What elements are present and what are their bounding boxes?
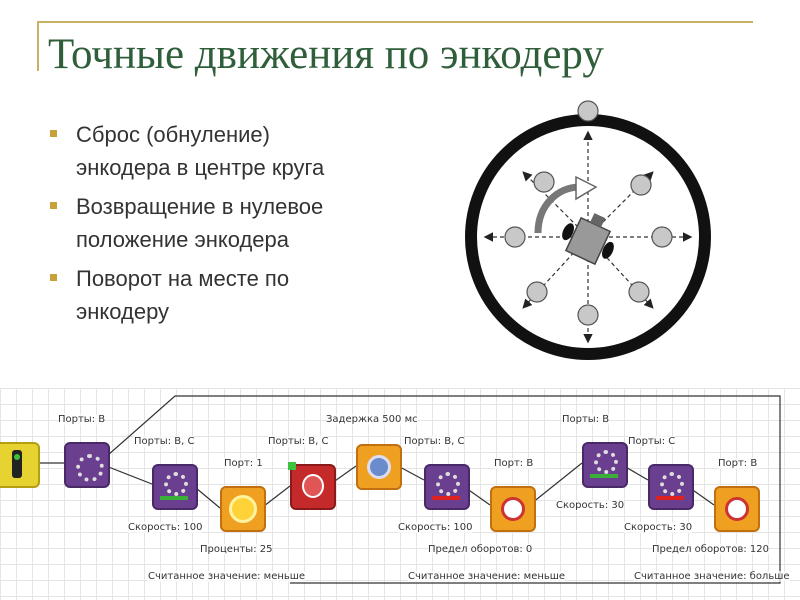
target-point [628, 281, 650, 303]
bullet-line: Поворот на месте по [76, 266, 290, 291]
bullet-text: Возвращение в нулевое положение энкодера [76, 190, 323, 256]
target-point [577, 100, 599, 122]
block-param-label: Порты: B [562, 414, 610, 425]
bullet-line: Возвращение в нулевое [76, 194, 324, 219]
motor-b-forward-block[interactable] [582, 442, 628, 488]
block-param-label: Считанное значение: больше [634, 571, 790, 582]
program-start-block[interactable] [0, 442, 40, 488]
program-canvas[interactable]: Порты: B Порты: B, C Скорость: 100 Порт:… [0, 388, 800, 600]
motor-backward-block[interactable] [424, 464, 470, 510]
reset-encoder-block[interactable] [64, 442, 110, 488]
target-point [630, 174, 652, 196]
title-accent-vertical-line [37, 21, 39, 71]
block-param-label: Предел оборотов: 0 [428, 544, 533, 555]
bullet-line: Сброс (обнуление) [76, 122, 270, 147]
program-wires [36, 395, 781, 584]
bullet-line: энкодера в центре круга [76, 155, 325, 180]
block-param-label: Порт: 1 [224, 458, 263, 469]
bullet-item: Сброс (обнуление) энкодера в центре круг… [50, 118, 390, 184]
stop-motors-block[interactable] [288, 462, 336, 510]
block-param-label: Порт: B [718, 458, 758, 469]
block-param-label: Скорость: 100 [398, 522, 473, 533]
rotation-arrow-icon [534, 183, 581, 234]
target-point [526, 281, 548, 303]
block-param-label: Порт: B [494, 458, 534, 469]
bullet-text: Поворот на месте по энкодеру [76, 262, 289, 328]
block-param-label: Скорость: 30 [556, 500, 625, 511]
title-accent-line [37, 21, 753, 23]
target-point [651, 226, 673, 248]
block-param-label: Скорость: 100 [128, 522, 203, 533]
block-param-label: Порты: B, C [134, 436, 195, 447]
motor-c-backward-block[interactable] [648, 464, 694, 510]
bullet-line: энкодеру [76, 299, 170, 324]
block-param-label: Порты: B, C [404, 436, 465, 447]
block-param-label: Порты: B, C [268, 436, 329, 447]
rotation-sensor-wait-block[interactable] [714, 486, 760, 532]
rotation-sensor-wait-block[interactable] [490, 486, 536, 532]
target-point [533, 171, 555, 193]
bullet-item: Поворот на месте по энкодеру [50, 262, 390, 328]
block-param-label: Порты: C [628, 436, 676, 447]
block-param-label: Считанное значение: меньше [148, 571, 306, 582]
robot-icon [562, 213, 614, 266]
bullet-line: положение энкодера [76, 227, 290, 252]
robot-circle-diagram [465, 100, 711, 360]
slide-title: Точные движения по энкодеру [48, 31, 604, 78]
bullet-list: Сброс (обнуление) энкодера в центре круг… [50, 118, 390, 334]
block-param-label: Порты: B [58, 414, 106, 425]
bullet-square-icon [50, 202, 57, 209]
target-point [504, 226, 526, 248]
target-points [504, 100, 673, 326]
block-param-label: Скорость: 30 [624, 522, 693, 533]
wait-timer-block[interactable] [356, 444, 402, 490]
bullet-square-icon [50, 130, 57, 137]
motor-forward-block[interactable] [152, 464, 198, 510]
bullet-item: Возвращение в нулевое положение энкодера [50, 190, 390, 256]
bullet-text: Сброс (обнуление) энкодера в центре круг… [76, 118, 324, 184]
block-param-label: Считанное значение: меньше [408, 571, 566, 582]
bullet-square-icon [50, 274, 57, 281]
block-param-label: Задержка 500 мс [326, 414, 418, 425]
light-sensor-wait-block[interactable] [220, 486, 266, 532]
block-param-label: Предел оборотов: 120 [652, 544, 769, 555]
block-param-label: Проценты: 25 [200, 544, 273, 555]
target-point [577, 304, 599, 326]
